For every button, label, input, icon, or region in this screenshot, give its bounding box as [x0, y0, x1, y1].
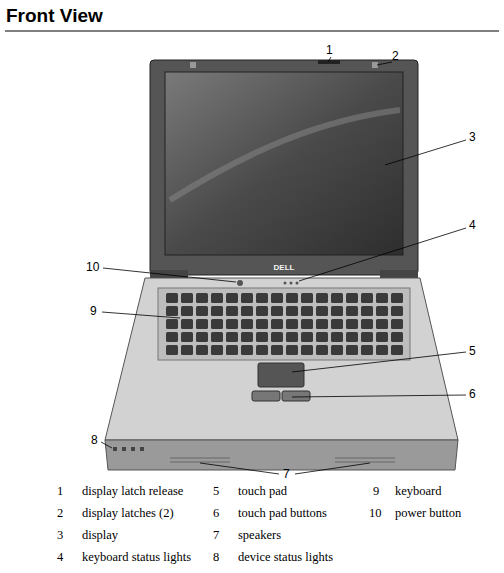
callout-number: 7: [283, 468, 290, 481]
part-name: keyboard status lights: [82, 551, 191, 565]
callout-number: 1: [326, 44, 333, 57]
legend-number: 4: [57, 551, 63, 565]
legend-number: 5: [213, 485, 219, 499]
touch-pad: [258, 363, 304, 387]
legend-number: 8: [213, 551, 219, 565]
screen-glare: [170, 110, 400, 200]
callout-number: 4: [469, 219, 476, 232]
lid: [150, 60, 418, 275]
legend-number: 6: [213, 507, 219, 521]
callout-number: 9: [90, 305, 97, 318]
touch-pad-button: [282, 391, 310, 401]
status-light: [296, 282, 299, 285]
latch: [190, 62, 196, 68]
keyboard-panel: [158, 288, 410, 360]
brand-logo: DELL: [274, 264, 295, 273]
callout-number: 8: [91, 434, 98, 447]
callout-number: 3: [469, 131, 476, 144]
callout-number: 6: [469, 388, 476, 401]
callout-number: 10: [86, 261, 99, 274]
callout-number: 2: [392, 50, 399, 63]
keyboard: [165, 292, 405, 357]
part-name: display latch release: [82, 485, 183, 499]
legend-number: 1: [57, 485, 63, 499]
part-name: display latches (2): [82, 507, 174, 521]
power-button: [237, 280, 243, 286]
leader-lines: [101, 57, 466, 474]
legend-number: 2: [57, 507, 63, 521]
legend-number: 7: [213, 529, 219, 543]
part-name: keyboard: [395, 485, 442, 499]
title-rule: [5, 31, 499, 32]
part-name: display: [82, 529, 118, 543]
part-name: power button: [395, 507, 461, 521]
display-screen: [165, 72, 403, 255]
touch-pad-button: [252, 391, 280, 401]
device-status-lights: [113, 447, 144, 451]
status-light: [284, 282, 287, 285]
part-name: speakers: [238, 529, 281, 543]
part-name: touch pad: [238, 485, 287, 499]
callout-number: 5: [469, 345, 476, 358]
legend-number: 9: [373, 485, 379, 499]
legend-number: 10: [369, 507, 382, 521]
title: Front View: [6, 6, 103, 27]
part-name: device status lights: [238, 551, 333, 565]
status-light: [290, 282, 293, 285]
legend-number: 3: [57, 529, 63, 543]
speaker-grill: [170, 458, 395, 462]
part-name: touch pad buttons: [238, 507, 327, 521]
base-front: [105, 440, 458, 470]
